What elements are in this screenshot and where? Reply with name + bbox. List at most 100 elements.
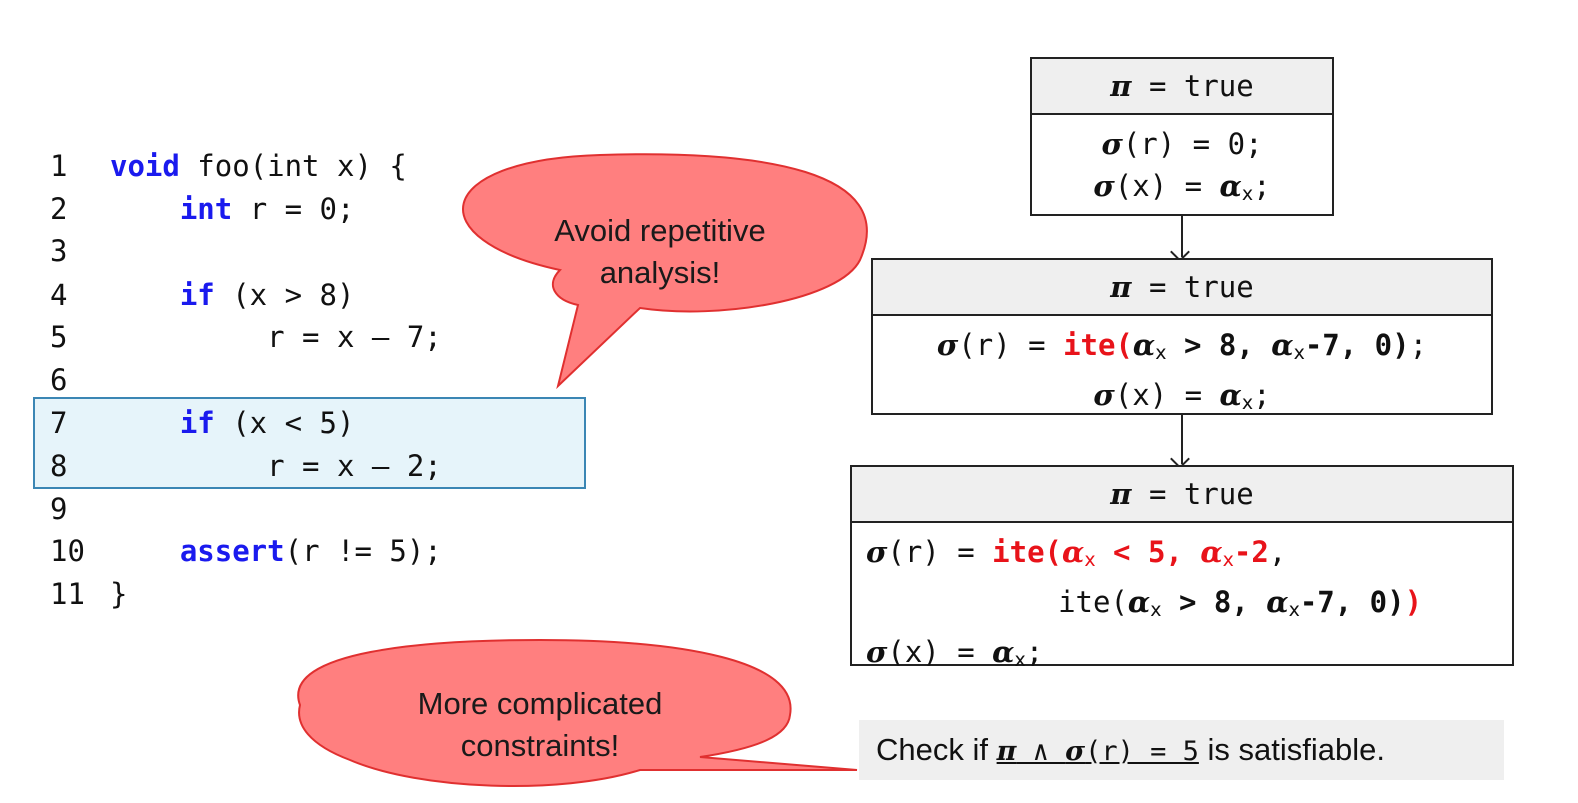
store-r-row-cont: ite(αx > 8, αx-7, 0)) — [866, 581, 1512, 631]
sigma-symbol: σ — [866, 535, 888, 569]
callout-bottom-text: More complicated constraints! — [417, 686, 663, 763]
alpha-symbol: α — [1132, 328, 1156, 362]
pi-value: = true — [1131, 270, 1254, 304]
code-text: } — [110, 577, 128, 611]
ite-keyword: ite — [1063, 328, 1116, 362]
symbolic-store-2: σ(r) = ite(αx > 8, αx-7, 0); σ(x) = αx; — [873, 316, 1491, 424]
state-box-1: π = true σ(r) = 0; σ(x) = αx; — [1030, 57, 1334, 216]
pi-symbol: π — [996, 736, 1017, 767]
and-symbol: ∧ — [1016, 736, 1066, 767]
line-number: 7 — [50, 406, 68, 440]
state-box-2: π = true σ(r) = ite(αx > 8, αx-7, 0); σ(… — [871, 258, 1493, 415]
sigma-symbol: σ — [1065, 736, 1086, 767]
pi-symbol: π — [1110, 477, 1132, 511]
code-line: 4 if (x > 8) — [50, 274, 354, 316]
alpha-symbol: α — [1127, 585, 1151, 619]
ite-condition-outer: < 5, — [1095, 535, 1201, 569]
code-keyword: int — [179, 192, 233, 226]
alpha-symbol: α — [1062, 535, 1085, 569]
code-keyword: if — [179, 278, 215, 312]
line-number: 6 — [50, 363, 68, 397]
pi-value: = true — [1131, 69, 1254, 103]
alpha-subscript: x — [1014, 649, 1026, 671]
callout-top-text: Avoid repetitive analysis! — [554, 213, 766, 290]
code-text: r = 0; — [232, 192, 355, 226]
sigma-symbol: σ — [1093, 169, 1115, 203]
path-condition-3: π = true — [852, 467, 1512, 523]
alpha-symbol: α — [992, 635, 1015, 669]
code-text: foo(int x) { — [179, 149, 407, 183]
symbolic-store-3: σ(r) = ite(αx < 5, αx-2, ite(αx > 8, αx-… — [852, 523, 1512, 681]
pi-symbol: π — [1110, 270, 1132, 304]
alpha-subscript: x — [1150, 599, 1162, 621]
path-condition-2: π = true — [873, 260, 1491, 316]
alpha-subscript: x — [1241, 183, 1254, 205]
code-line: 7 if (x < 5) — [50, 402, 354, 444]
code-text: (x > 8) — [214, 278, 355, 312]
code-text: r = x – 2; — [267, 449, 442, 483]
sigma-symbol: σ — [866, 635, 888, 669]
store-r-row: σ(r) = ite(αx < 5, αx-2, — [866, 535, 1287, 571]
alpha-subscript: x — [1293, 342, 1305, 364]
store-end: ; — [1253, 169, 1271, 203]
alpha-subscript: x — [1084, 549, 1096, 571]
code-text: (r != 5); — [284, 534, 442, 568]
code-line: 8 r = x – 2; — [50, 445, 442, 487]
line-number: 11 — [50, 577, 85, 611]
store-end: ; — [1409, 328, 1428, 362]
code-line: 5 r = x – 7; — [50, 316, 442, 358]
alpha-subscript: x — [1288, 599, 1300, 621]
check-suffix: is satisfiable. — [1198, 732, 1385, 767]
ite-paren: ( — [1115, 328, 1133, 362]
ite-then-outer: -2 — [1233, 535, 1269, 569]
ite-comma: , — [1268, 535, 1287, 569]
store-rhs: 0; — [1227, 127, 1263, 161]
ite-keyword-outer: ite( — [992, 535, 1062, 569]
callout-bottom-bubble — [297, 638, 858, 787]
alpha-subscript: x — [1222, 549, 1234, 571]
code-keyword: if — [179, 406, 215, 440]
code-text: (x < 5) — [214, 406, 355, 440]
formula-rest: (r) = 5 — [1085, 736, 1199, 767]
code-line: 3 — [50, 230, 110, 272]
code-line: 6 — [50, 359, 110, 401]
ite-branches: -7, 0) — [1304, 328, 1410, 362]
state-box-3: π = true σ(r) = ite(αx < 5, αx-2, ite(αx… — [850, 465, 1514, 671]
sigma-symbol: σ — [1101, 127, 1123, 161]
callout-top-bubble — [462, 153, 868, 390]
alpha-subscript: x — [1155, 342, 1167, 364]
code-line: 2 int r = 0; — [50, 188, 354, 230]
store-lhs: (r) = — [1122, 127, 1228, 161]
arrow-1-to-2 — [1181, 216, 1183, 257]
line-number: 2 — [50, 192, 68, 226]
pi-value: = true — [1131, 477, 1254, 511]
ite-condition-inner: > 8, — [1161, 585, 1267, 619]
line-number: 5 — [50, 320, 68, 354]
ite-branches-inner: -7, 0) — [1299, 585, 1405, 619]
path-condition-1: π = true — [1032, 59, 1332, 115]
line-number: 9 — [50, 492, 68, 526]
store-end: ; — [1025, 635, 1044, 669]
store-r-row: σ(r) = 0; — [1032, 123, 1332, 165]
line-number: 10 — [50, 534, 85, 568]
sigma-symbol: σ — [936, 328, 959, 362]
ite-condition: > 8, — [1166, 328, 1272, 362]
check-formula: π ∧ σ(r) = 5 — [997, 736, 1199, 767]
satisfiability-check: Check if π ∧ σ(r) = 5 is satisfiable. — [859, 720, 1504, 780]
alpha-symbol: α — [1266, 585, 1289, 619]
ite-keyword-inner: ite( — [1058, 585, 1128, 619]
alpha-symbol: α — [1271, 328, 1294, 362]
line-number: 3 — [50, 234, 68, 268]
arrow-2-to-3 — [1181, 415, 1183, 464]
code-keyword: void — [110, 149, 180, 183]
code-line: 10 assert(r != 5); — [50, 530, 442, 572]
sigma-symbol: σ — [1093, 378, 1115, 412]
line-number: 8 — [50, 449, 68, 483]
code-line: 9 — [50, 488, 110, 530]
store-r-row: σ(r) = ite(αx > 8, αx-7, 0); — [936, 328, 1428, 364]
pi-symbol: π — [1110, 69, 1132, 103]
ite-close: ) — [1404, 585, 1423, 619]
code-text: r = x – 7; — [267, 320, 442, 354]
